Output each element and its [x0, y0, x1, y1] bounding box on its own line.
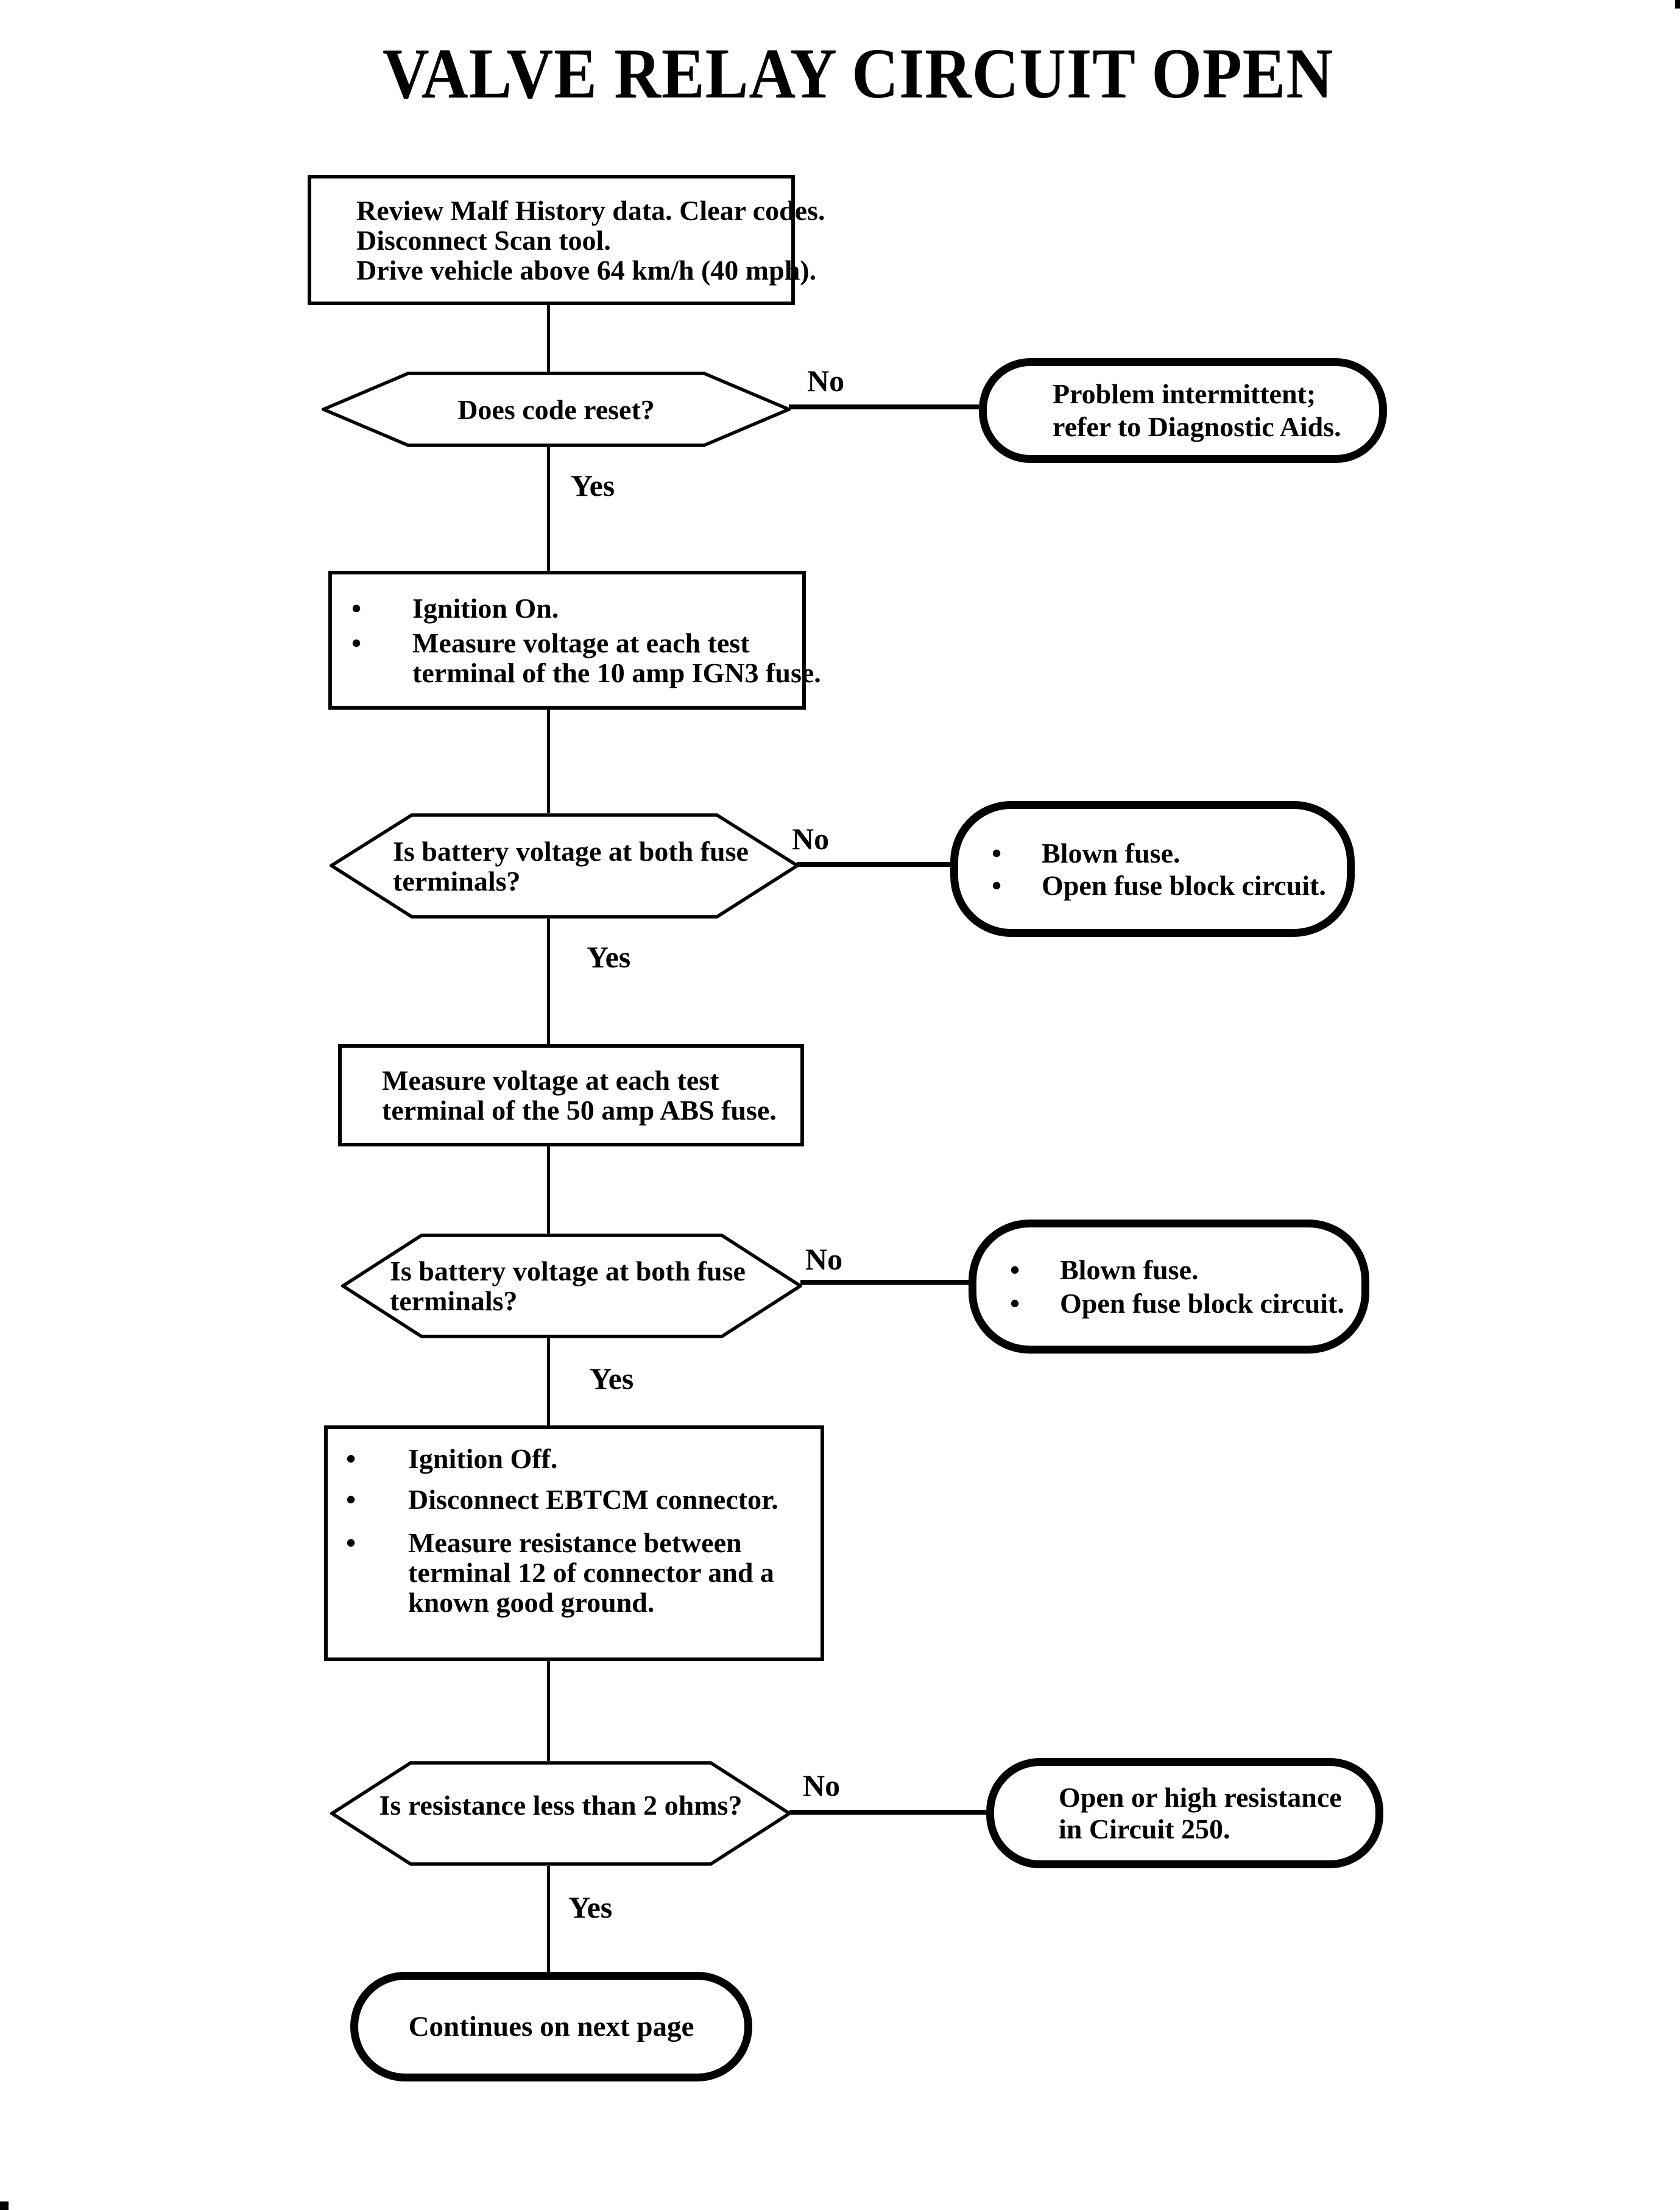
- result-circuit-250: Open or high resistance in Circuit 250.: [986, 1758, 1383, 1868]
- connector-no-branch-3: [800, 1280, 970, 1285]
- bullet-icon: •: [351, 592, 362, 624]
- decision-hexagon-shape: [330, 1761, 791, 1866]
- bullet-item: • Open fuse block circuit.: [1010, 1288, 1361, 1318]
- action-line: terminal 12 of connector and a: [408, 1557, 774, 1588]
- connector-decision3-to-action3: [547, 1338, 550, 1425]
- bullet-icon: •: [351, 627, 362, 658]
- label-yes-1: Yes: [571, 468, 615, 503]
- action-line: Disconnect EBTCM connector.: [408, 1484, 778, 1515]
- connector-no-branch-1: [789, 404, 979, 409]
- connector-no-branch-4: [789, 1810, 986, 1815]
- bullet-item: • Disconnect EBTCM connector.: [346, 1485, 821, 1514]
- bullet-item: • Ignition On.: [351, 593, 802, 623]
- action-ign3-fuse-box: • Ignition On. • Measure voltage at each…: [328, 571, 821, 710]
- bullet-icon: •: [346, 1484, 356, 1515]
- label-no-2: No: [792, 822, 830, 856]
- connector-decision4-to-continue: [547, 1866, 550, 1972]
- label-yes-2: Yes: [587, 940, 631, 974]
- action-line: terminal of the 10 amp IGN3 fuse.: [412, 657, 821, 688]
- decision-resistance: Is resistance less than 2 ohms?: [330, 1761, 791, 1866]
- decision-fuse-voltage-2: Is battery voltage at both fuse terminal…: [341, 1234, 802, 1338]
- bullet-item: • Ignition Off.: [346, 1444, 821, 1474]
- bullet-icon: •: [346, 1527, 356, 1558]
- result-blown-fuse-1: • Blown fuse. • Open fuse block circuit.: [950, 801, 1355, 937]
- action-line: Ignition On.: [412, 592, 559, 624]
- decision-question: Is battery voltage at both fuse: [393, 835, 749, 867]
- label-yes-4: Yes: [568, 1890, 613, 1924]
- result-line: refer to Diagnostic Aids.: [1053, 411, 1341, 442]
- result-line: Open or high resistance: [1059, 1781, 1342, 1813]
- scan-artifact-top-right: [1675, 0, 1680, 9]
- bullet-item: • Open fuse block circuit.: [992, 870, 1347, 900]
- result-line: Blown fuse.: [1060, 1254, 1199, 1285]
- connector-action1-to-decision2: [547, 710, 550, 813]
- decision-does-code-reset: Does code reset?: [322, 372, 791, 447]
- connector-no-branch-2: [797, 862, 951, 867]
- connector-decision2-to-action2: [547, 919, 550, 1044]
- bullet-icon: •: [346, 1443, 356, 1474]
- result-line: Open fuse block circuit.: [1042, 869, 1326, 901]
- bullet-item: • Blown fuse.: [992, 838, 1347, 868]
- connector-action3-to-decision4: [547, 1661, 550, 1761]
- bullet-icon: •: [1010, 1288, 1020, 1319]
- action-line: known good ground.: [408, 1587, 655, 1618]
- label-no-3: No: [805, 1242, 843, 1276]
- action-resistance-box: • Ignition Off. • Disconnect EBTCM conne…: [324, 1425, 824, 1661]
- decision-question: Is resistance less than 2 ohms?: [379, 1789, 743, 1821]
- label-no-4: No: [803, 1768, 841, 1802]
- result-line: Open fuse block circuit.: [1060, 1288, 1344, 1319]
- connector-start-to-decision1: [547, 305, 550, 372]
- decision-hexagon-shape: [341, 1234, 802, 1338]
- bullet-icon: •: [1010, 1254, 1020, 1285]
- result-line: Problem intermittent;: [1053, 378, 1316, 409]
- result-line: in Circuit 250.: [1059, 1813, 1230, 1845]
- action-line: Measure voltage at each test: [382, 1065, 719, 1096]
- result-blown-fuse-2: • Blown fuse. • Open fuse block circuit.: [969, 1220, 1369, 1354]
- start-box-line: Disconnect Scan tool.: [356, 224, 611, 256]
- decision-hexagon-shape: [322, 372, 791, 447]
- decision-fuse-voltage-1: Is battery voltage at both fuse terminal…: [330, 813, 799, 919]
- bullet-item: • Measure voltage at each test terminal …: [351, 627, 821, 688]
- action-line: Measure voltage at each test: [412, 627, 750, 658]
- label-no-1: No: [807, 364, 845, 398]
- page-title: VALVE RELAY CIRCUIT OPEN: [383, 34, 1333, 113]
- terminal-label: Continues on next page: [408, 2010, 694, 2042]
- action-abs-fuse-box: Measure voltage at each test terminal of…: [338, 1044, 804, 1146]
- result-problem-intermittent: Problem intermittent; refer to Diagnosti…: [979, 358, 1387, 463]
- bullet-icon: •: [992, 869, 1002, 901]
- decision-question: Is battery voltage at both fuse: [390, 1255, 746, 1287]
- action-line: terminal of the 50 amp ABS fuse.: [382, 1095, 777, 1126]
- scan-artifact-bottom-left: [0, 2201, 9, 2210]
- bullet-item: • Measure resistance between terminal 12…: [346, 1528, 821, 1617]
- result-line: Blown fuse.: [1042, 837, 1181, 869]
- connector-decision1-to-action1: [547, 447, 550, 571]
- action-line: Ignition Off.: [408, 1443, 558, 1474]
- connector-action2-to-decision3: [547, 1146, 550, 1234]
- decision-hexagon-shape: [330, 813, 799, 919]
- bullet-icon: •: [992, 837, 1002, 869]
- start-box-line: Drive vehicle above 64 km/h (40 mph).: [356, 254, 817, 286]
- start-box-line: Review Malf History data. Clear codes.: [356, 194, 825, 226]
- start-box: Review Malf History data. Clear codes. D…: [308, 175, 825, 305]
- decision-question: terminals?: [393, 865, 521, 897]
- action-line: Measure resistance between: [408, 1527, 742, 1558]
- decision-question: Does code reset?: [457, 394, 655, 425]
- decision-question: terminals?: [390, 1285, 518, 1316]
- continue-next-page-terminal: Continues on next page: [350, 1972, 752, 2081]
- label-yes-3: Yes: [590, 1361, 634, 1396]
- bullet-item: • Blown fuse.: [1010, 1255, 1361, 1285]
